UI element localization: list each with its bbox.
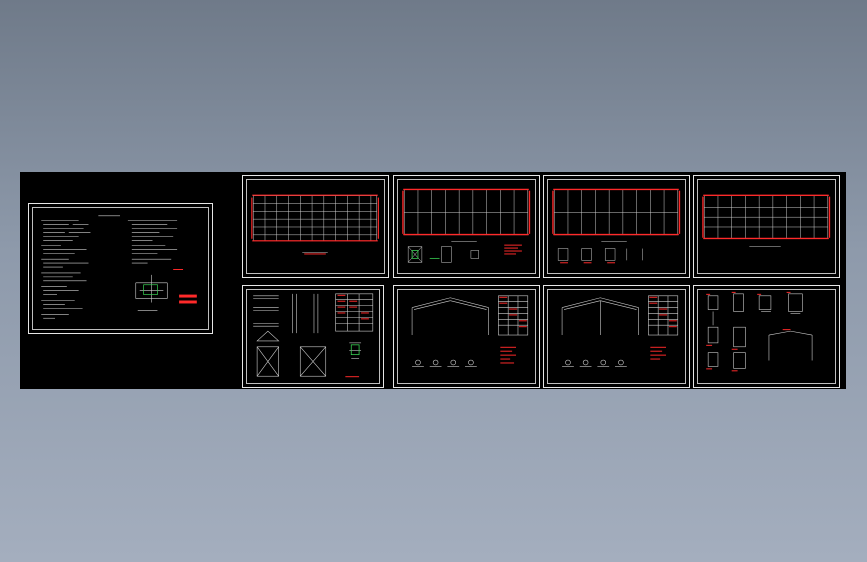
anchor-plan-drawing — [402, 188, 531, 263]
sheet-inner-border — [246, 289, 380, 384]
sheet-inner-border — [547, 289, 686, 384]
purlin-plan-drawing — [702, 194, 831, 247]
member-details-drawing — [253, 293, 374, 378]
floor-plan-drawing — [251, 194, 379, 255]
sheet-anchor-plan[interactable] — [393, 175, 540, 278]
portal-frame-2-drawing — [561, 295, 679, 367]
sheet-inner-border — [246, 179, 385, 274]
sheet-inner-border — [397, 179, 536, 274]
design-notes-drawing — [41, 215, 197, 319]
sheet-inner-border — [697, 179, 836, 274]
sheet-purlin-plan[interactable] — [693, 175, 840, 278]
sheet-inner-border — [547, 179, 686, 274]
sheet-design-notes[interactable] — [28, 203, 213, 334]
sheet-inner-border — [32, 207, 209, 330]
roof-plan-drawing — [552, 188, 681, 264]
sheet-roof-plan[interactable] — [543, 175, 690, 278]
node-details-drawing — [706, 291, 813, 372]
sheet-member-details[interactable] — [242, 285, 384, 388]
sheet-inner-border — [697, 289, 836, 384]
sheet-portal-frame-2[interactable] — [543, 285, 690, 388]
sheet-portal-frame-1[interactable] — [393, 285, 540, 388]
sheet-node-details[interactable] — [693, 285, 840, 388]
sheet-floor-plan[interactable] — [242, 175, 389, 278]
portal-frame-1-drawing — [411, 295, 529, 367]
cad-drawing-canvas[interactable] — [20, 172, 846, 389]
sheet-inner-border — [397, 289, 536, 384]
